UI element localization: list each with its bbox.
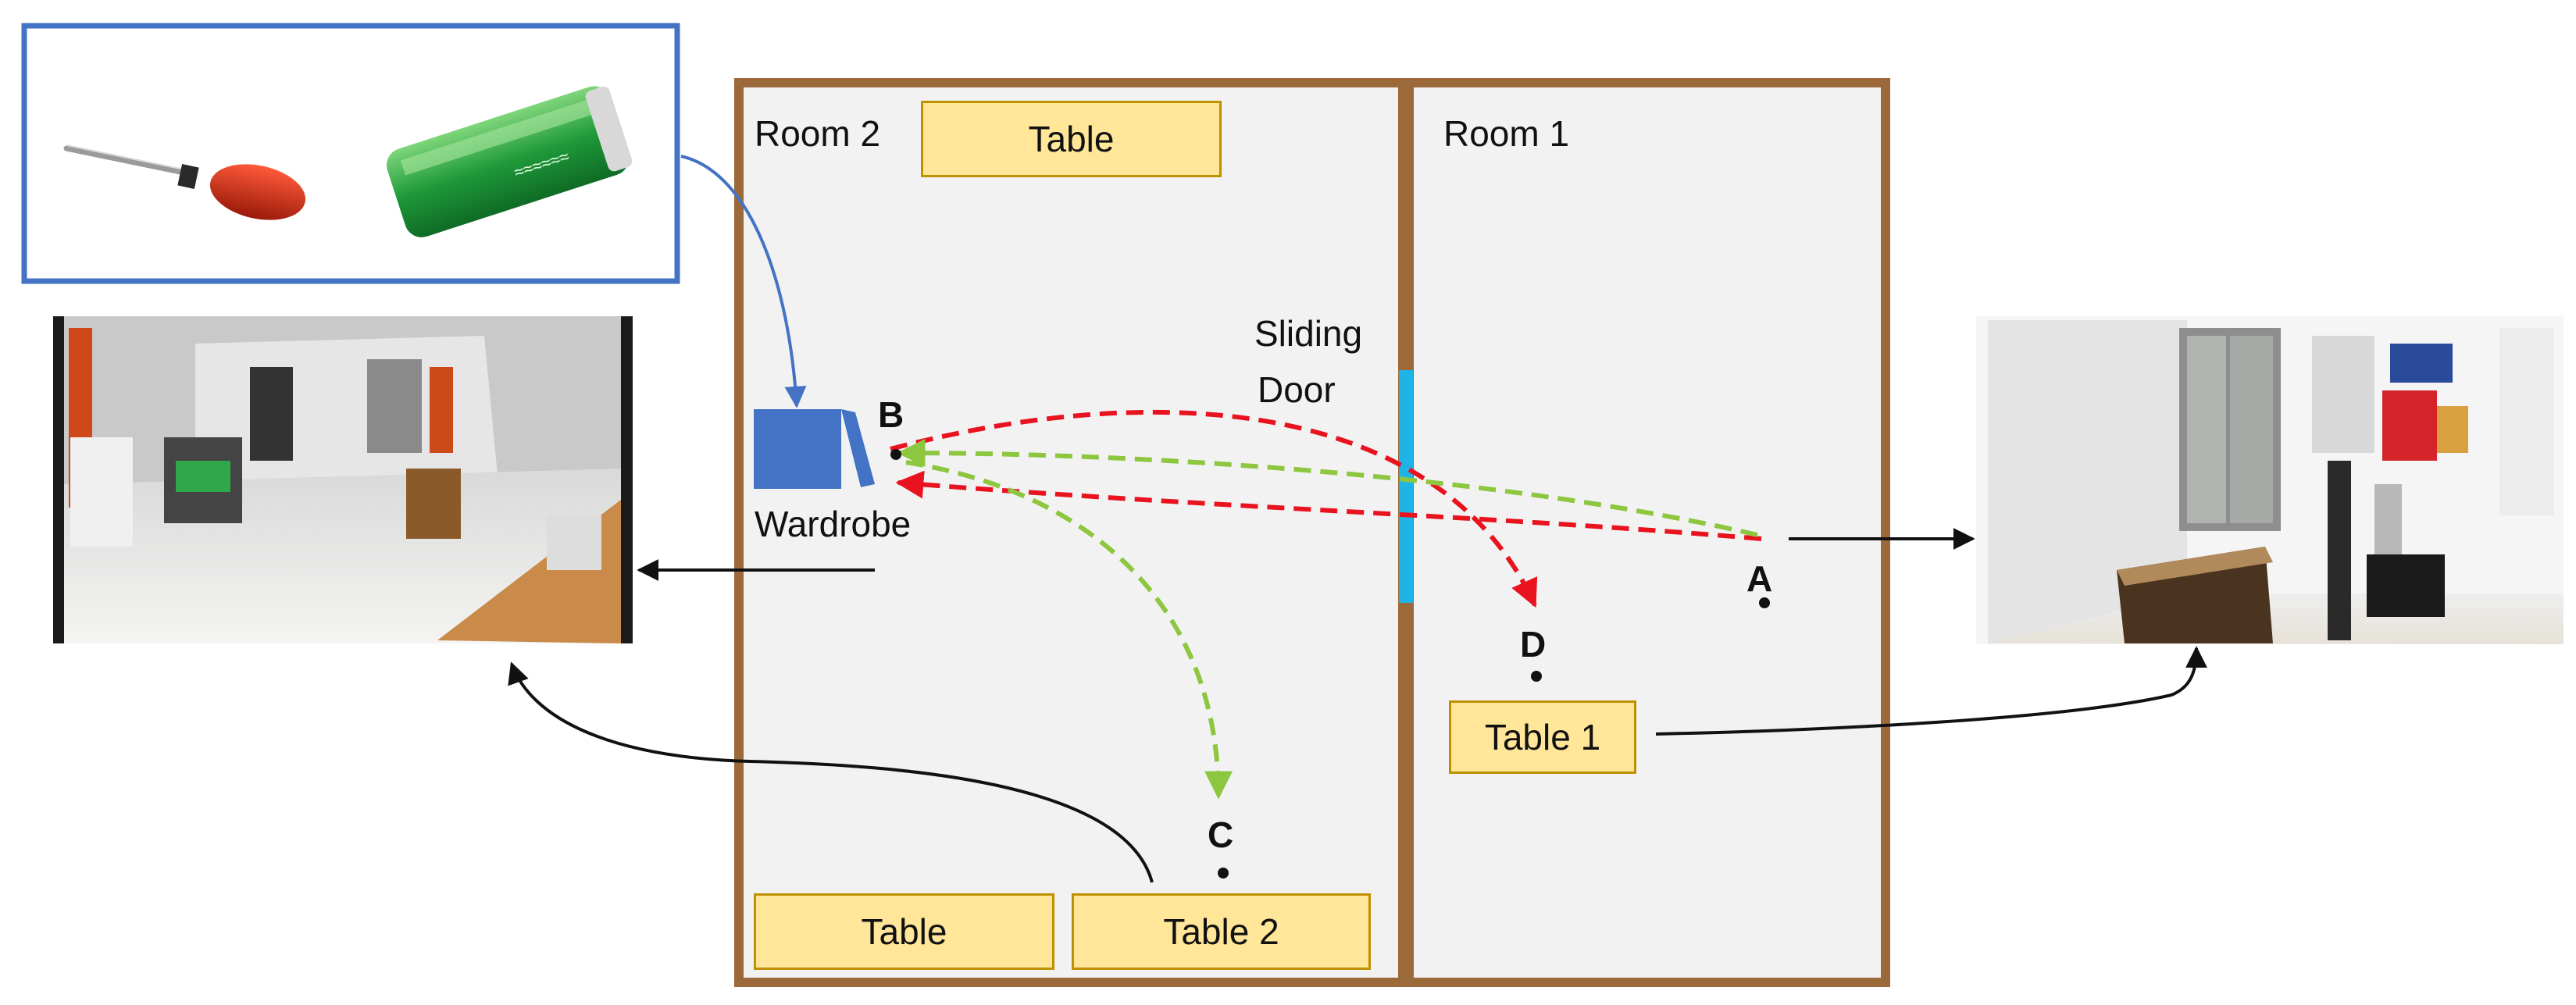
waypoint-b-label: B — [878, 394, 904, 435]
table-bottom-left-room2: Table — [754, 893, 1054, 970]
lab-photo-room1 — [1976, 316, 2564, 644]
table-top-room2: Table — [921, 101, 1222, 177]
waypoint-a-label: A — [1746, 558, 1773, 599]
path-green-a-to-b — [897, 439, 1758, 537]
waypoint-c-dot — [1218, 868, 1229, 878]
room1-floor — [1414, 87, 1881, 978]
waypoint-a-dot — [1759, 597, 1770, 608]
wardrobe-label: Wardrobe — [755, 504, 912, 544]
wardrobe-icon — [754, 409, 875, 489]
waypoint-b-dot — [890, 449, 901, 460]
lab-photo-room2 — [53, 316, 633, 643]
path-red-a-to-b — [895, 470, 1762, 541]
screwdriver-icon — [63, 144, 306, 220]
sliding-door-label-line2: Door — [1258, 369, 1336, 410]
room2-label: Room 2 — [755, 113, 881, 154]
sliding-door-label-line1: Sliding — [1254, 313, 1363, 354]
room1-label: Room 1 — [1443, 113, 1570, 154]
path-green-b-to-c — [905, 460, 1233, 800]
table-1: Table 1 — [1449, 700, 1636, 774]
waypoint-c-label: C — [1208, 814, 1234, 855]
connector-table2-to-left-photo — [508, 661, 1154, 883]
sliding-door — [1399, 370, 1413, 603]
spray-can-icon: ≈≈≈≈≈≈ — [387, 86, 633, 237]
room2-floor — [744, 87, 1398, 978]
waypoint-d-label: D — [1520, 624, 1547, 665]
connector-table1-to-right-photo — [1655, 646, 2207, 736]
table-2: Table 2 — [1072, 893, 1371, 970]
connector-objects-to-wardrobe — [680, 155, 807, 408]
waypoint-d-dot — [1531, 671, 1542, 682]
path-red-b-to-d — [890, 409, 1538, 608]
